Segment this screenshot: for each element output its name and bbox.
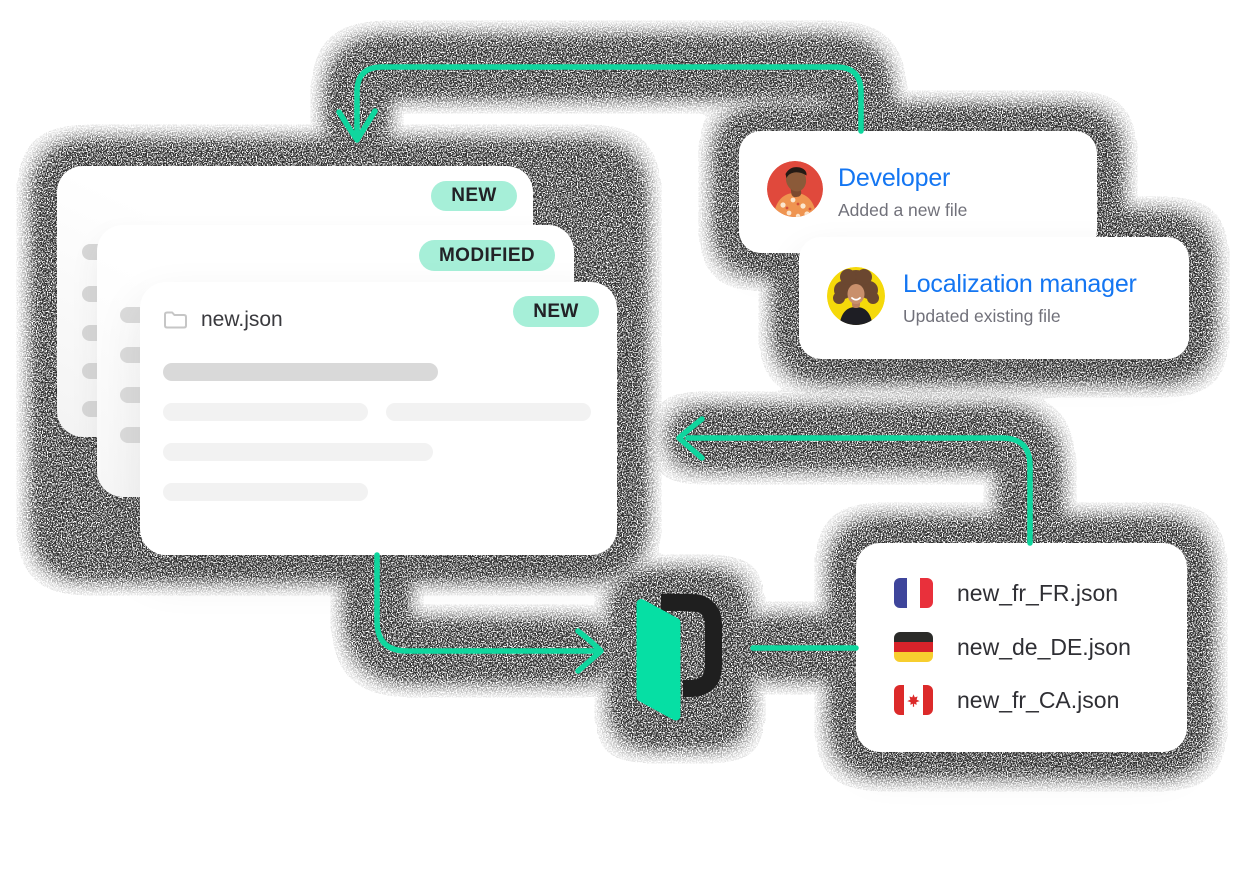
arrow-developer-to-files	[336, 64, 864, 143]
canada-flag-icon	[894, 685, 933, 715]
localization-manager-photo	[827, 267, 885, 325]
status-badge-new-back: NEW	[431, 181, 517, 211]
placeholder-bar	[163, 363, 438, 381]
folder-icon	[164, 311, 187, 329]
activity-description: Updated existing file	[903, 306, 1061, 326]
translated-file-name: new_fr_FR.json	[957, 579, 1119, 606]
placeholder-bar	[163, 403, 368, 421]
role-label: Localization manager	[903, 270, 1137, 298]
developer-photo	[767, 161, 823, 217]
translated-file-name: new_fr_CA.json	[957, 686, 1120, 713]
activity-card-developer: Developer Added a new file	[739, 131, 1097, 253]
arrowhead-right-icon	[575, 628, 604, 674]
developer-avatar	[767, 161, 823, 217]
activity-description: Added a new file	[838, 200, 968, 220]
france-flag-icon	[894, 578, 933, 608]
translated-file-row: new_de_DE.json	[894, 632, 1131, 662]
arrow-translations-to-files	[676, 416, 1033, 546]
translated-file-row: new_fr_FR.json	[894, 578, 1118, 608]
translated-file-name: new_de_DE.json	[957, 633, 1131, 660]
localization-manager-avatar	[827, 267, 885, 325]
status-badge-new-front: NEW	[513, 296, 599, 327]
role-label: Developer	[838, 164, 951, 192]
placeholder-bar	[386, 403, 591, 421]
translated-file-row: new_fr_CA.json	[894, 685, 1119, 715]
germany-flag-icon	[894, 632, 933, 662]
file-name: new.json	[201, 308, 283, 331]
file-card-front: new.json NEW	[140, 282, 617, 555]
maple-leaf-icon	[907, 693, 920, 707]
translated-files-card: new_fr_FR.json new_de_DE.json new_fr_CA.…	[856, 543, 1187, 752]
logo-mark-dark	[661, 594, 722, 697]
activity-card-localization-manager: Localization manager Updated existing fi…	[799, 237, 1189, 359]
logo-open-door-green	[636, 599, 681, 721]
arrowhead-left-icon	[676, 416, 705, 461]
phrase-open-door-logo	[636, 594, 722, 721]
file-title-row: new.json	[163, 308, 283, 332]
status-badge-modified: MODIFIED	[419, 240, 555, 271]
arrowhead-down-icon	[336, 108, 378, 143]
arrow-files-to-phrase	[374, 552, 604, 674]
placeholder-bar	[163, 443, 433, 461]
placeholder-bar	[163, 483, 368, 501]
